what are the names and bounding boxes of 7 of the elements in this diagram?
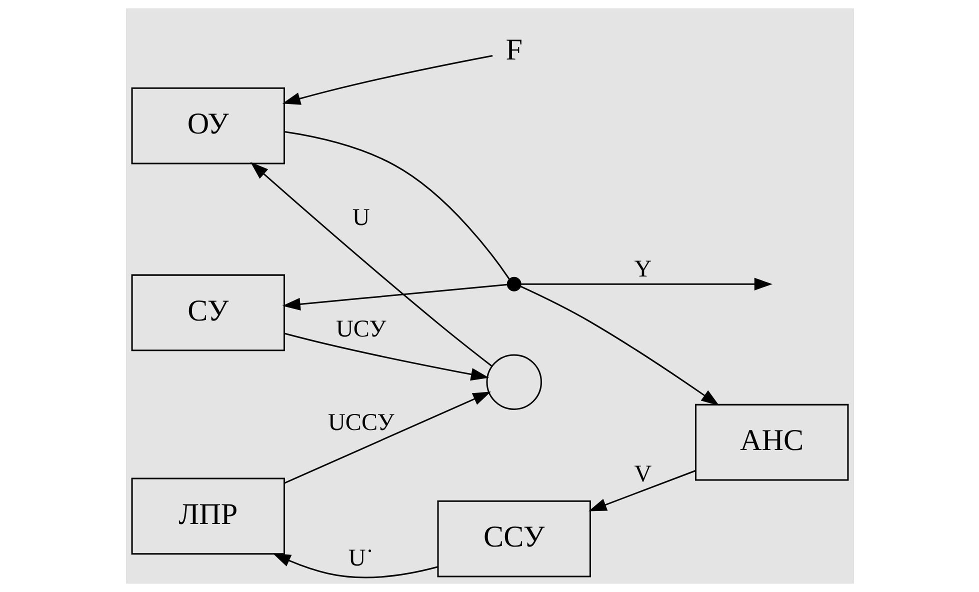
edge-label: V: [634, 461, 652, 488]
edge-label: U˙: [348, 546, 374, 572]
edge-label: UСУ: [336, 316, 386, 343]
edge-label: Y: [634, 256, 652, 282]
node-text: F: [505, 32, 522, 67]
edge-label: U: [352, 205, 370, 232]
edge-label: UССУ: [327, 410, 394, 436]
